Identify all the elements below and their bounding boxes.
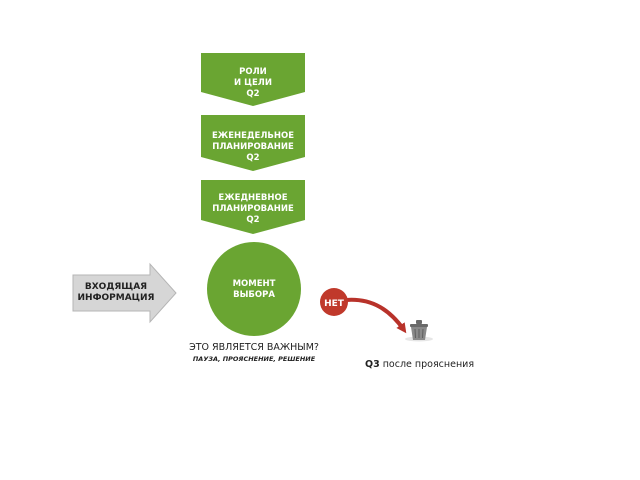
input-label-line: ВХОДЯЩАЯ xyxy=(85,282,147,292)
step-label-line: Q2 xyxy=(246,89,259,99)
question-subtitle: ПАУЗА, ПРОЯСНЕНИЕ, РЕШЕНИЕ xyxy=(193,355,316,363)
choice-circle-shape xyxy=(207,242,301,336)
no-badge: НЕТ xyxy=(320,288,348,316)
trash-can-icon xyxy=(405,320,433,342)
step-label-line: РОЛИ xyxy=(239,67,267,77)
step-chevron-shape xyxy=(201,115,305,171)
step-chevron-shape xyxy=(201,180,305,234)
step-label-line: И ЦЕЛИ xyxy=(234,78,272,88)
step-daily-planning: ЕЖЕДНЕВНОЕ ПЛАНИРОВАНИЕ Q2 xyxy=(201,180,305,234)
question-title: ЭТО ЯВЛЯЕТСЯ ВАЖНЫМ? xyxy=(189,342,319,353)
result-text: после прояснения xyxy=(380,359,474,370)
step-chevron-shape xyxy=(201,53,305,106)
input-label-line: ИНФОРМАЦИЯ xyxy=(78,293,155,303)
importance-question: ЭТО ЯВЛЯЕТСЯ ВАЖНЫМ? ПАУЗА, ПРОЯСНЕНИЕ, … xyxy=(189,342,319,363)
no-badge-circle xyxy=(320,288,348,316)
choice-label-line: ВЫБОРА xyxy=(233,290,275,300)
choice-label-line: МОМЕНТ xyxy=(233,279,276,289)
step-roles-and-goals: РОЛИ И ЦЕЛИ Q2 xyxy=(201,53,305,106)
moment-of-choice: МОМЕНТ ВЫБОРА xyxy=(207,242,301,336)
step-label-line: Q2 xyxy=(246,215,259,225)
no-path-arrow xyxy=(345,297,407,334)
gray-arrow-shape xyxy=(72,262,177,324)
incoming-information-arrow: ВХОДЯЩАЯ ИНФОРМАЦИЯ xyxy=(72,262,177,324)
result-label: Q3 после прояснения xyxy=(365,359,474,370)
step-label-line: ПЛАНИРОВАНИЕ xyxy=(212,142,294,152)
no-badge-label: НЕТ xyxy=(324,299,345,309)
step-label-line: ПЛАНИРОВАНИЕ xyxy=(212,204,294,214)
step-label-line: ЕЖЕНЕДЕЛЬНОЕ xyxy=(212,131,294,141)
step-label-line: Q2 xyxy=(246,153,259,163)
step-label-line: ЕЖЕДНЕВНОЕ xyxy=(218,193,287,203)
step-weekly-planning: ЕЖЕНЕДЕЛЬНОЕ ПЛАНИРОВАНИЕ Q2 xyxy=(201,115,305,171)
result-q: Q3 xyxy=(365,359,380,370)
